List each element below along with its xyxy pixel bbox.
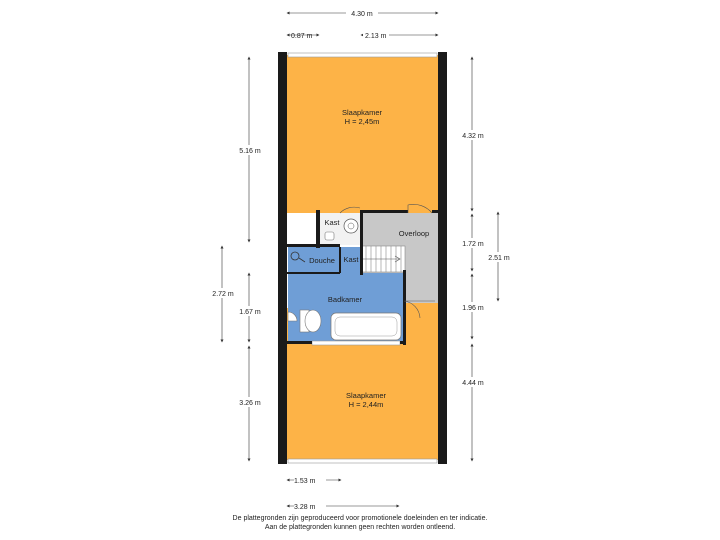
landing-label: Overloop xyxy=(399,229,429,238)
bathtub xyxy=(330,312,402,341)
staircase xyxy=(360,245,406,273)
dim-left-middle-inner: 1.67 m xyxy=(239,309,261,316)
wall-left xyxy=(278,52,287,464)
bedroom-top-height: H = 2,45m xyxy=(345,117,380,126)
dimension-labels: 4.30 m 0.87 m 2.13 m 1.53 m 3.28 m 5.16 … xyxy=(209,8,513,511)
shower-head xyxy=(290,251,306,263)
dim-right-top: 4.32 m xyxy=(462,133,484,140)
window-top xyxy=(287,52,438,58)
door-swings xyxy=(339,204,435,319)
disclaimer-line-2: Aan de plattegronden kunnen geen rechten… xyxy=(264,524,456,531)
dim-left-middle: 2.72 m xyxy=(212,291,234,298)
dim-right-lower: 1.96 m xyxy=(462,305,484,312)
dim-right-middle: 1.72 m xyxy=(462,241,484,248)
dim-bottom-left: 1.53 m xyxy=(294,478,316,485)
disclaimer-line-1: De plattegronden zijn geproduceerd voor … xyxy=(232,515,488,522)
closet-upper-label: Kast xyxy=(324,218,340,227)
dim-width-right: 2.13 m xyxy=(365,33,387,40)
boiler xyxy=(343,218,359,234)
dim-left-top: 5.16 m xyxy=(239,148,261,155)
dim-left-bottom: 3.26 m xyxy=(239,400,261,407)
dim-width-left: 0.87 m xyxy=(291,33,313,40)
dim-right-outer: 2.51 m xyxy=(488,255,510,262)
disclaimer: De plattegronden zijn geproduceerd voor … xyxy=(0,514,720,532)
window-bottom xyxy=(287,458,438,464)
washbasin-small xyxy=(324,231,335,241)
interior-walls xyxy=(286,210,438,345)
bedroom-top-area xyxy=(286,55,438,213)
bathroom-label: Badkamer xyxy=(328,295,363,304)
closet-stairs-label: Kast xyxy=(343,255,359,264)
dim-bottom-width: 3.28 m xyxy=(294,504,316,511)
window-bathroom xyxy=(311,340,401,346)
dim-total-width: 4.30 m xyxy=(351,11,373,18)
toilet xyxy=(299,309,322,333)
wall-right xyxy=(438,52,447,464)
bedroom-bottom-label: Slaapkamer xyxy=(346,391,387,400)
bedroom-bottom-height: H = 2,44m xyxy=(349,400,384,409)
shower-label: Douche xyxy=(309,256,335,265)
bedroom-bottom-strip xyxy=(405,300,438,310)
sink xyxy=(287,311,298,322)
dim-right-bottom: 4.44 m xyxy=(462,380,484,387)
bedroom-top-label: Slaapkamer xyxy=(342,108,383,117)
closet-stairs-area xyxy=(339,247,361,273)
